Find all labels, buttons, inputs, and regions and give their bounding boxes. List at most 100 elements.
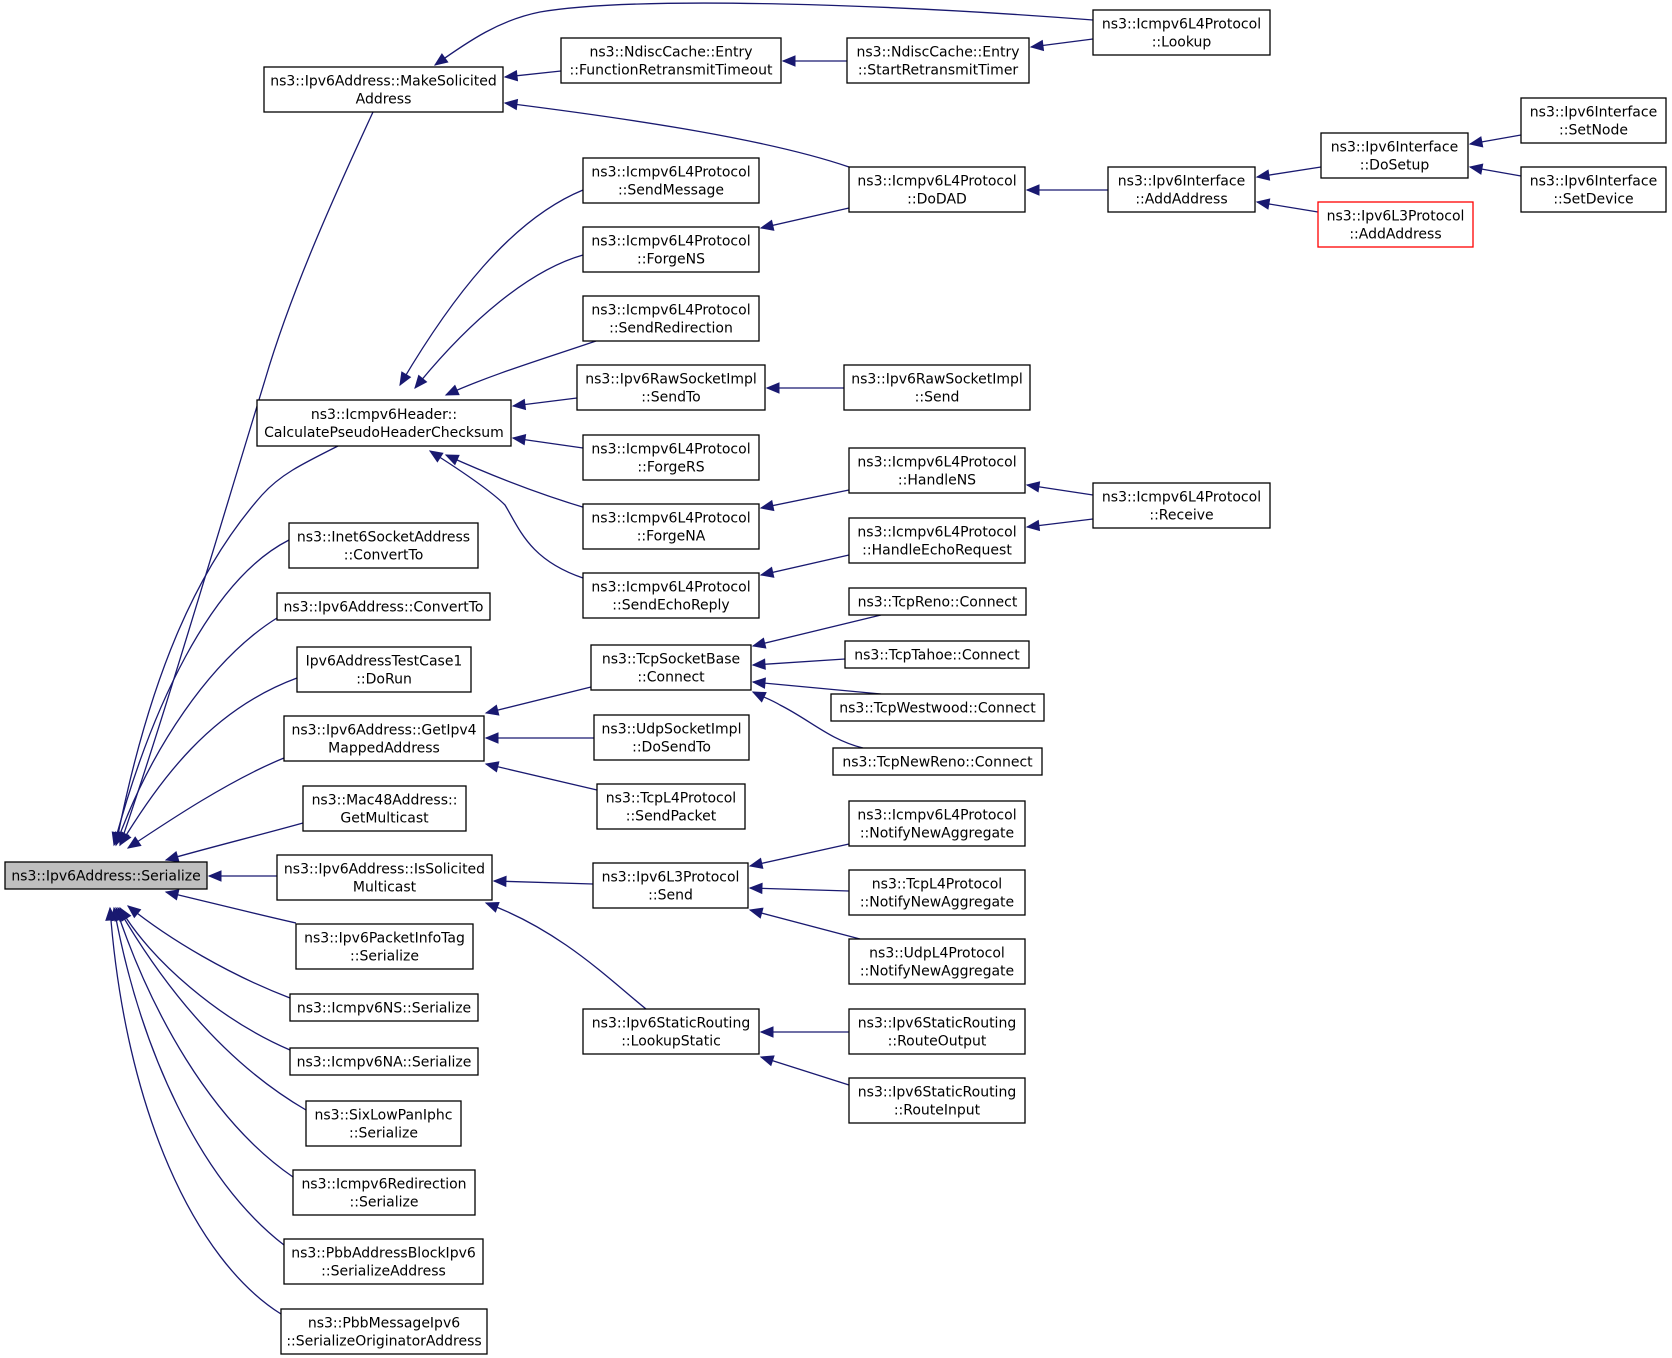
arrowhead-icon bbox=[765, 382, 780, 394]
node-forge-rs[interactable]: ns3::Icmpv6L4Protocol::ForgeRS bbox=[582, 434, 760, 481]
arrowhead-icon bbox=[751, 637, 767, 649]
node-label-line: ns3::Ipv6Address::ConvertTo bbox=[284, 600, 484, 616]
edge-route_input-to-static_lookup bbox=[760, 1056, 850, 1086]
node-route-output[interactable]: ns3::Ipv6StaticRouting::RouteOutput bbox=[848, 1008, 1026, 1055]
node-label-line: ns3::Icmpv6L4Protocol bbox=[591, 234, 750, 250]
node-handle-ns[interactable]: ns3::Icmpv6L4Protocol::HandleNS bbox=[848, 447, 1026, 494]
node-label-line: ::RouteOutput bbox=[888, 1034, 987, 1050]
edge-udp_nna-to-l3_send bbox=[749, 909, 861, 940]
node-lookup[interactable]: ns3::Icmpv6L4Protocol::Lookup bbox=[1092, 9, 1271, 56]
node-label-line: ::SerializeAddress bbox=[321, 1264, 446, 1280]
node-label-line: ns3::Icmpv6NA::Serialize bbox=[297, 1055, 472, 1071]
arrowhead-icon bbox=[1255, 198, 1271, 210]
node-send-redirection[interactable]: ns3::Icmpv6L4Protocol::SendRedirection bbox=[582, 295, 760, 342]
node-label-line: ns3::TcpTahoe::Connect bbox=[854, 648, 1020, 664]
node-forge-na[interactable]: ns3::Icmpv6L4Protocol::ForgeNA bbox=[582, 503, 760, 550]
node-label-line: GetMulticast bbox=[340, 811, 429, 827]
node-raw-send[interactable]: ns3::Ipv6RawSocketImpl::Send bbox=[843, 364, 1031, 411]
node-box bbox=[582, 434, 760, 481]
node-tcp-nna[interactable]: ns3::TcpL4Protocol::NotifyNewAggregate bbox=[848, 869, 1026, 916]
node-label-line: ns3::Icmpv6L4Protocol bbox=[857, 808, 1016, 824]
node-box bbox=[1317, 201, 1474, 248]
node-label-line: ::SendEchoReply bbox=[612, 598, 729, 614]
node-iface-dosetup[interactable]: ns3::Ipv6Interface::DoSetup bbox=[1320, 132, 1469, 179]
arrowhead-icon bbox=[1468, 136, 1484, 148]
node-static-lookup[interactable]: ns3::Ipv6StaticRouting::LookupStatic bbox=[582, 1008, 760, 1055]
edge-send_message-to-calc_pseudo bbox=[399, 189, 584, 386]
node-ndisc-srt[interactable]: ns3::NdiscCache::Entry::StartRetransmitT… bbox=[846, 37, 1030, 84]
node-redir-serialize[interactable]: ns3::Icmpv6Redirection::Serialize bbox=[292, 1169, 476, 1216]
node-iphc-serialize[interactable]: ns3::SixLowPanIphc::Serialize bbox=[305, 1100, 462, 1147]
node-l3-send[interactable]: ns3::Ipv6L3Protocol::Send bbox=[592, 862, 749, 909]
arrowhead-icon bbox=[759, 1026, 774, 1038]
node-route-input[interactable]: ns3::Ipv6StaticRouting::RouteInput bbox=[848, 1077, 1026, 1124]
node-newreno[interactable]: ns3::TcpNewReno::Connect bbox=[832, 747, 1043, 776]
edge-forge_na-to-calc_pseudo bbox=[445, 454, 597, 512]
node-label-line: ::HandleNS bbox=[898, 473, 976, 489]
node-calc-pseudo[interactable]: ns3::Icmpv6Header::CalculatePseudoHeader… bbox=[256, 399, 512, 447]
node-dodad[interactable]: ns3::Icmpv6L4Protocol::DoDAD bbox=[848, 166, 1026, 213]
node-root[interactable]: ns3::Ipv6Address::Serialize bbox=[4, 861, 208, 890]
arrowhead-icon bbox=[748, 907, 764, 919]
node-box bbox=[576, 364, 766, 411]
node-label-line: ::SendRedirection bbox=[609, 321, 733, 337]
node-iface-setdevice[interactable]: ns3::Ipv6Interface::SetDevice bbox=[1520, 166, 1667, 213]
node-label-line: ::DoSendTo bbox=[632, 740, 711, 756]
arrowhead-icon bbox=[1029, 39, 1045, 52]
arrowhead-icon bbox=[751, 677, 766, 689]
node-iface-addaddr[interactable]: ns3::Ipv6Interface::AddAddress bbox=[1107, 166, 1256, 213]
node-ndisc-frt[interactable]: ns3::NdiscCache::Entry::FunctionRetransm… bbox=[560, 37, 782, 84]
node-label-line: ns3::UdpL4Protocol bbox=[869, 946, 1005, 962]
edge-lookup-to-make_solicited bbox=[434, 2, 1094, 66]
node-inet6-convert[interactable]: ns3::Inet6SocketAddress::ConvertTo bbox=[288, 522, 479, 569]
node-udp-dosendto[interactable]: ns3::UdpSocketImpl::DoSendTo bbox=[593, 714, 750, 761]
node-pktinfo-serialize[interactable]: ns3::Ipv6PacketInfoTag::Serialize bbox=[295, 923, 474, 970]
node-handle-echo[interactable]: ns3::Icmpv6L4Protocol::HandleEchoRequest bbox=[848, 517, 1026, 564]
node-icmp-nna[interactable]: ns3::Icmpv6L4Protocol::NotifyNewAggregat… bbox=[848, 800, 1026, 847]
node-forge-ns[interactable]: ns3::Icmpv6L4Protocol::ForgeNS bbox=[582, 226, 760, 273]
edge-tahoe-to-tcp_connect bbox=[752, 658, 846, 666]
node-ipv6-convert[interactable]: ns3::Ipv6Address::ConvertTo bbox=[276, 592, 491, 621]
node-label-line: ns3::UdpSocketImpl bbox=[602, 722, 742, 738]
node-label-line: ::StartRetransmitTimer bbox=[858, 63, 1019, 79]
edge-pktinfo_serialize-to-root bbox=[165, 891, 297, 924]
arrowhead-icon bbox=[511, 398, 527, 411]
arrowhead-icon bbox=[444, 384, 460, 396]
node-na-serialize[interactable]: ns3::Icmpv6NA::Serialize bbox=[289, 1047, 479, 1076]
node-tcp-connect[interactable]: ns3::TcpSocketBase::Connect bbox=[590, 644, 752, 691]
node-tahoe[interactable]: ns3::TcpTahoe::Connect bbox=[844, 640, 1030, 669]
arrowhead-icon bbox=[1025, 519, 1041, 532]
node-l3-addaddr[interactable]: ns3::Ipv6L3Protocol::AddAddress bbox=[1317, 201, 1474, 248]
node-box bbox=[592, 862, 749, 909]
node-label-line: ns3::Icmpv6L4Protocol bbox=[857, 525, 1016, 541]
edge-testcase_dorun-to-root bbox=[119, 677, 298, 846]
edge-ns_serialize-to-root bbox=[127, 905, 291, 999]
node-send-echo[interactable]: ns3::Icmpv6L4Protocol::SendEchoReply bbox=[582, 572, 760, 619]
node-raw-sendto[interactable]: ns3::Ipv6RawSocketImpl::SendTo bbox=[576, 364, 766, 411]
node-send-message[interactable]: ns3::Icmpv6L4Protocol::SendMessage bbox=[582, 157, 760, 204]
node-udp-nna[interactable]: ns3::UdpL4Protocol::NotifyNewAggregate bbox=[848, 938, 1026, 985]
node-label-line: ns3::Icmpv6L4Protocol bbox=[591, 580, 750, 596]
arrowhead-icon bbox=[484, 761, 500, 773]
edge-l3_send-to-is_solicited bbox=[493, 880, 594, 885]
node-westwood[interactable]: ns3::TcpWestwood::Connect bbox=[830, 693, 1045, 722]
node-receive[interactable]: ns3::Icmpv6L4Protocol::Receive bbox=[1092, 482, 1271, 529]
node-pbb-msg[interactable]: ns3::PbbMessageIpv6::SerializeOriginator… bbox=[280, 1308, 488, 1355]
edge-iphc_serialize-to-root bbox=[117, 907, 307, 1111]
node-label-line: ns3::Ipv6PacketInfoTag bbox=[304, 931, 465, 947]
node-box bbox=[848, 517, 1026, 564]
node-mac48-multicast[interactable]: ns3::Mac48Address::GetMulticast bbox=[302, 785, 467, 832]
node-tcpl4-sendpacket[interactable]: ns3::TcpL4Protocol::SendPacket bbox=[596, 783, 746, 830]
node-pbb-addr[interactable]: ns3::PbbAddressBlockIpv6::SerializeAddre… bbox=[283, 1238, 484, 1285]
node-iface-setnode[interactable]: ns3::Ipv6Interface::SetNode bbox=[1520, 97, 1667, 144]
node-label-line: ns3::PbbAddressBlockIpv6 bbox=[291, 1246, 476, 1262]
node-ns-serialize[interactable]: ns3::Icmpv6NS::Serialize bbox=[289, 993, 479, 1022]
node-label-line: ::RouteInput bbox=[894, 1103, 981, 1119]
arrowhead-icon bbox=[444, 454, 460, 466]
node-testcase-dorun[interactable]: Ipv6AddressTestCase1::DoRun bbox=[296, 646, 472, 693]
node-reno[interactable]: ns3::TcpReno::Connect bbox=[848, 587, 1027, 616]
